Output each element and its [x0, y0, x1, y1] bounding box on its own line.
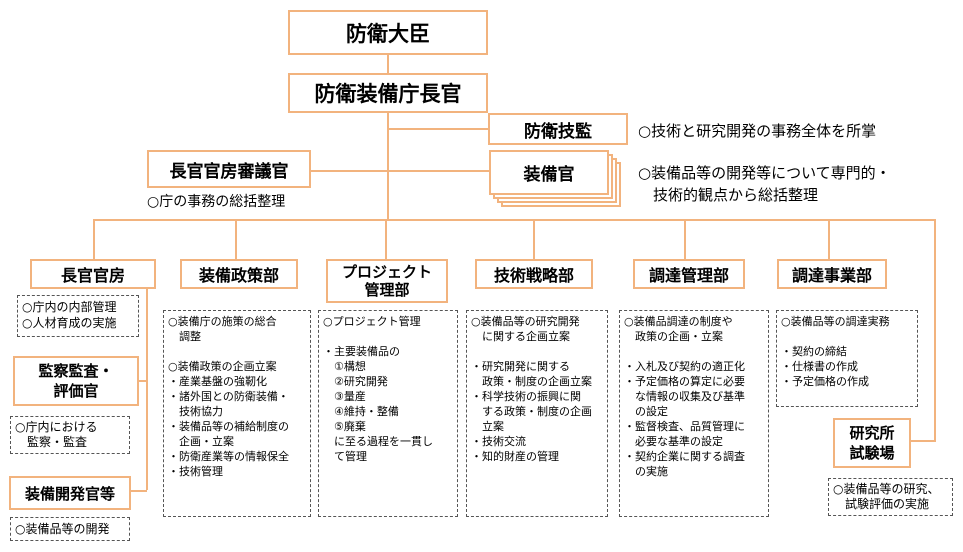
procurement-operations-desc: ○装備品等の調達実務 ・契約の締結 ・仕様書の作成 ・予定価格の作成 — [776, 310, 918, 407]
connector-line — [387, 54, 389, 74]
connector-line — [387, 112, 389, 220]
procurement-management-desc: ○装備品調達の制度や 政策の企画・立案 ・入札及び契約の適正化 ・予定価格の算定… — [619, 310, 769, 517]
project-management-desc: ○プロジェクト管理 ・主要装備品の ①構想 ②研究開発 ③量産 ④維持・整備 ⑤… — [318, 310, 458, 517]
dev-officer-desc: ○装備品等の開発 — [10, 517, 130, 541]
procurement-management-dept-box: 調達管理部 — [633, 259, 745, 289]
secretariat-desc: ○庁内の内部管理 ○人材育成の実施 — [17, 295, 139, 337]
audit-box: 監察監査・ 評価官 — [13, 356, 139, 406]
dev-officer-box: 装備開発官等 — [9, 476, 131, 510]
minister-box: 防衛大臣 — [288, 10, 488, 55]
connector-line — [146, 285, 148, 490]
project-management-dept-box: プロジェクト 管理部 — [326, 259, 448, 303]
councilor-box: 長官官房審議官 — [147, 150, 311, 188]
connector-line — [385, 219, 387, 259]
equipment-officer-note: ○装備品等の開発等について専門的・ 技術的観点から総括整理 — [638, 164, 891, 204]
technology-strategy-dept-box: 技術戦略部 — [475, 259, 593, 289]
procurement-operations-dept-box: 調達事業部 — [777, 259, 887, 289]
connector-line — [139, 380, 147, 382]
technology-strategy-desc: ○装備品等の研究開発 に関する企画立案 ・研究開発に関する 政策・制度の企画立案… — [466, 310, 608, 517]
connector-line — [828, 219, 830, 259]
connector-line — [911, 440, 936, 442]
connector-line — [310, 170, 490, 172]
connector-line — [684, 219, 686, 259]
connector-line — [389, 128, 489, 130]
equipment-policy-dept-box: 装備政策部 — [180, 259, 298, 289]
equipment-policy-desc: ○装備庁の施策の総合 調整 ○装備政策の企画立案 ・産業基盤の強靭化 ・諸外国と… — [163, 310, 311, 517]
secretariat-box: 長官官房 — [30, 259, 156, 289]
tech-supervisor-box: 防衛技監 — [488, 113, 628, 145]
research-institute-box: 研究所 試験場 — [833, 418, 911, 468]
audit-desc: ○庁内における 監察・監査 — [10, 416, 130, 454]
connector-line — [93, 219, 936, 221]
connector-line — [934, 219, 936, 441]
commissioner-box: 防衛装備庁長官 — [288, 73, 488, 113]
tech-supervisor-note: ○技術と研究開発の事務全体を所掌 — [638, 122, 877, 140]
research-institute-desc: ○装備品等の研究、 試験評価の実施 — [828, 478, 953, 516]
connector-line — [130, 490, 147, 492]
connector-line — [533, 219, 535, 259]
connector-line — [235, 219, 237, 259]
councilor-note: ○庁の事務の総括整理 — [147, 194, 286, 210]
equipment-officer-box: 装備官 — [489, 150, 609, 195]
connector-line — [93, 219, 95, 259]
